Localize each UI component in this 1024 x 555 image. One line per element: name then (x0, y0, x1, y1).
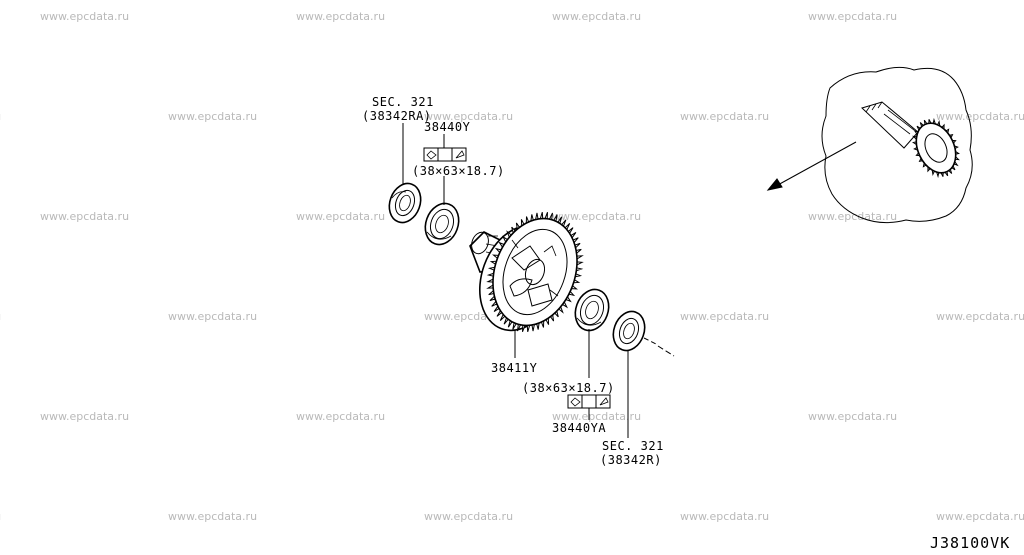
watermark-text: www.epcdata.ru (168, 310, 257, 323)
label-sec-top-line1: SEC. 321 (372, 95, 434, 109)
watermark-text: www.epcdata.ru (296, 410, 385, 423)
leader-lines (402, 123, 629, 438)
watermark-text: www.epcdata.ru (808, 210, 897, 223)
label-dimension-top: (38×63×18.7) (412, 164, 505, 178)
watermark-text: www.epcdata.ru (424, 110, 513, 123)
label-sec-bottom-line1: SEC. 321 (602, 439, 664, 453)
watermark-text: www.epcdata.ru (552, 410, 641, 423)
label-part-38440Y: 38440Y (424, 120, 471, 134)
diagram-code: J38100VK (930, 534, 1010, 552)
label-dimension-bottom: (38×63×18.7) (522, 381, 615, 395)
label-sec-top-line2: (38342RA) (362, 109, 432, 123)
watermark-text: www.epcdata.ru (168, 510, 257, 523)
watermark-text: www.epcdata.ru (936, 110, 1024, 123)
watermark-text: www.epcdata.ru (0, 310, 1, 323)
bearing-spec-box-bottom (567, 394, 611, 409)
watermark-layer: www.epcdata.ru www.epcdata.ru www.epcdata.… (0, 10, 1024, 523)
watermark-text: www.epcdata.ru (936, 310, 1024, 323)
watermark-text: www.epcdata.ru (424, 510, 513, 523)
bearing-left (424, 202, 460, 246)
watermark-text: www.epcdata.ru (936, 510, 1024, 523)
watermark-text: www.epcdata.ru (552, 210, 641, 223)
oil-seal-right (612, 310, 675, 357)
label-part-38411Y: 38411Y (491, 361, 538, 375)
watermark-text: www.epcdata.ru (680, 310, 769, 323)
watermark-text: www.epcdata.ru (296, 10, 385, 23)
watermark-text: www.epcdata.ru (40, 10, 129, 23)
label-sec-bottom-line2: (38342R) (600, 453, 662, 467)
label-part-38440YA: 38440YA (552, 421, 606, 435)
watermark-text: www.epcdata.ru (808, 10, 897, 23)
oil-seal-left (388, 182, 422, 224)
watermark-text: www.epcdata.ru (296, 210, 385, 223)
watermark-text: www.epcdata.ru (0, 510, 1, 523)
watermark-text: www.epcdata.ru (0, 110, 1, 123)
watermark-text: www.epcdata.ru (40, 210, 129, 223)
watermark-text: www.epcdata.ru (168, 110, 257, 123)
watermark-text: www.epcdata.ru (552, 10, 641, 23)
bearing-right (574, 288, 610, 332)
watermark-text: www.epcdata.ru (680, 510, 769, 523)
watermark-text: www.epcdata.ru (680, 110, 769, 123)
watermark-text: www.epcdata.ru (808, 410, 897, 423)
watermark-text: www.epcdata.ru (40, 410, 129, 423)
bearing-spec-box-top (423, 147, 467, 162)
differential-gear-assembly (469, 212, 584, 332)
location-inset (766, 66, 973, 224)
